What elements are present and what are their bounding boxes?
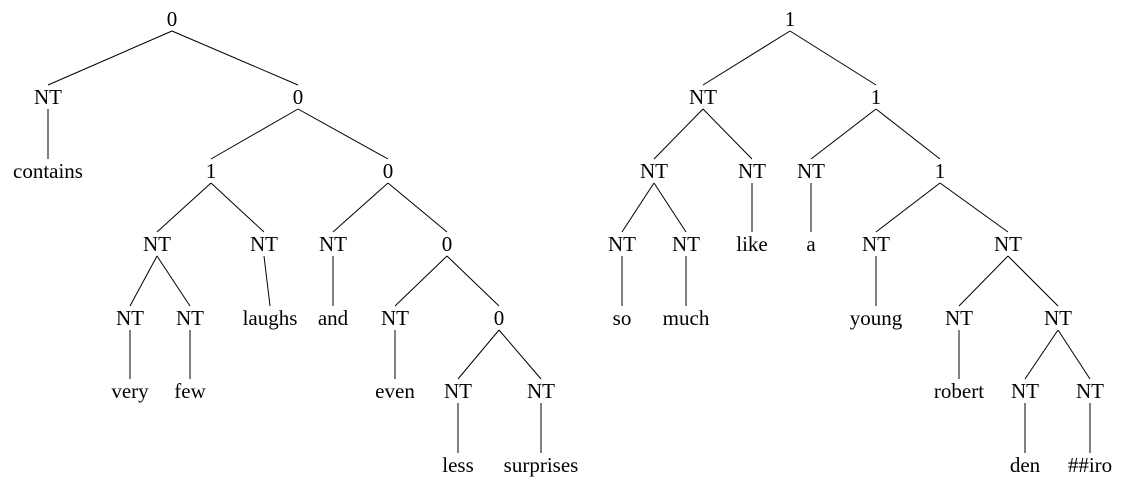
- label-layer: 0NTcontains01NTNTveryNTfewNTlaughs0NTand…: [13, 7, 1112, 477]
- tree-leaf-word: few: [174, 379, 206, 403]
- tree-leaf-word: a: [806, 232, 816, 256]
- tree-leaf-word: even: [375, 379, 415, 403]
- tree-node-label: NT: [797, 159, 825, 183]
- tree-leaf-word: like: [736, 232, 768, 256]
- tree-edge: [171, 30, 299, 86]
- tree-node-label: NT: [1011, 379, 1039, 403]
- tree-node-label: NT: [1044, 306, 1072, 330]
- tree-leaf-word: surprises: [504, 453, 579, 477]
- tree-node-label: NT: [250, 232, 278, 256]
- tree-node-label: 0: [494, 306, 505, 330]
- tree-node-label: NT: [640, 159, 668, 183]
- tree-leaf-word: so: [613, 306, 632, 330]
- tree-node-label: NT: [689, 85, 717, 109]
- tree-leaf-word: ##iro: [1068, 453, 1112, 477]
- tree-edge: [702, 30, 791, 86]
- tree-edge: [810, 108, 877, 160]
- tree-edge: [47, 30, 173, 86]
- tree-edge: [498, 329, 542, 380]
- tree-node-label: NT: [34, 85, 62, 109]
- tree-node-label: 0: [167, 7, 178, 31]
- tree-node-label: 1: [206, 159, 217, 183]
- tree-node-label: NT: [143, 232, 171, 256]
- tree-node-label: 1: [935, 159, 946, 183]
- tree-edge: [457, 329, 500, 380]
- tree-edge: [789, 30, 877, 86]
- tree-edge: [702, 108, 753, 160]
- tree-leaf-word: robert: [934, 379, 984, 403]
- tree-edge: [263, 255, 271, 307]
- tree-node-label: NT: [738, 159, 766, 183]
- tree-edge: [387, 182, 448, 233]
- tree-node-label: NT: [176, 306, 204, 330]
- tree-leaf-word: contains: [13, 159, 83, 183]
- tree-edge: [875, 182, 941, 233]
- tree-leaf-word: and: [318, 306, 349, 330]
- tree-node-label: NT: [945, 306, 973, 330]
- tree-edge: [446, 255, 500, 307]
- tree-node-label: NT: [994, 232, 1022, 256]
- tree-edge: [653, 108, 704, 160]
- tree-edge: [210, 108, 299, 160]
- tree-leaf-word: very: [111, 379, 149, 403]
- tree-edge: [156, 182, 212, 233]
- tree-node-label: NT: [381, 306, 409, 330]
- tree-leaf-word: den: [1010, 453, 1041, 477]
- tree-leaf-word: much: [663, 306, 710, 330]
- edge-layer: [47, 30, 1091, 453]
- tree-edge: [210, 182, 265, 233]
- tree-node-label: NT: [608, 232, 636, 256]
- tree-node-label: 1: [785, 7, 796, 31]
- tree-edge: [394, 255, 448, 307]
- tree-edge: [1057, 329, 1091, 380]
- tree-edge: [156, 255, 191, 307]
- tree-edge: [1007, 255, 1059, 307]
- tree-node-label: NT: [116, 306, 144, 330]
- tree-edge: [939, 182, 1009, 233]
- tree-node-label: 0: [293, 85, 304, 109]
- tree-edge: [332, 182, 389, 233]
- tree-node-label: NT: [444, 379, 472, 403]
- tree-edge: [297, 108, 389, 160]
- tree-node-label: NT: [1076, 379, 1104, 403]
- tree-node-label: NT: [319, 232, 347, 256]
- tree-edge: [875, 108, 941, 160]
- tree-edge: [621, 182, 655, 233]
- tree-leaf-word: young: [850, 306, 903, 330]
- tree-node-label: NT: [862, 232, 890, 256]
- tree-edge: [958, 255, 1009, 307]
- tree-edge: [653, 182, 687, 233]
- tree-node-label: 1: [871, 85, 882, 109]
- tree-leaf-word: less: [442, 453, 474, 477]
- tree-node-label: 0: [442, 232, 453, 256]
- tree-leaf-word: laughs: [243, 306, 298, 330]
- tree-edge: [129, 255, 158, 307]
- tree-node-label: 0: [383, 159, 394, 183]
- tree-edge: [1024, 329, 1059, 380]
- tree-node-label: NT: [672, 232, 700, 256]
- tree-node-label: NT: [527, 379, 555, 403]
